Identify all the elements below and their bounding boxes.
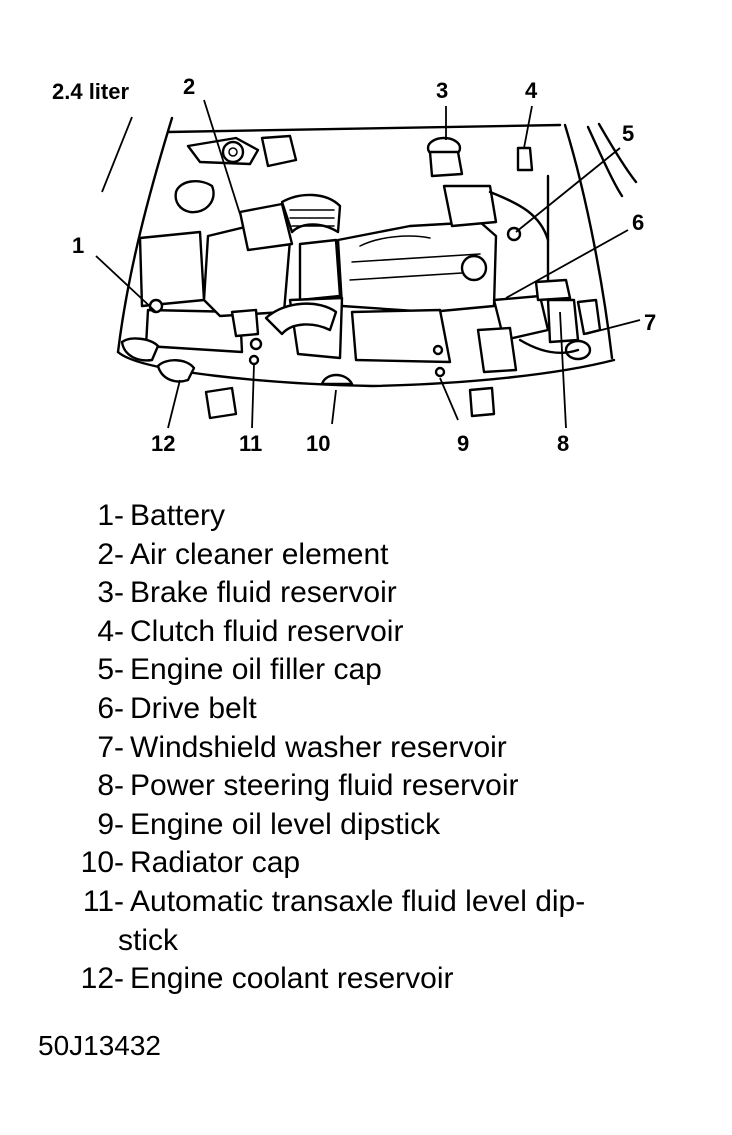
legend-item: 7-Windshield washer reservoir [50, 729, 710, 768]
legend-number: 7- [97, 730, 124, 764]
legend-number: 9- [97, 807, 124, 841]
strut-bar [174, 134, 298, 214]
right-side-components [476, 278, 602, 374]
callout-4: 4 [525, 78, 538, 103]
legend-label: Radiator cap [130, 846, 301, 880]
leader-lines [95, 99, 641, 429]
callout-1: 1 [72, 233, 84, 258]
component-legend: 1-Battery 2-Air cleaner element 3-Brake … [50, 497, 710, 999]
callout-10: 10 [306, 431, 330, 456]
legend-item: 8-Power steering fluid reservoir [50, 767, 710, 806]
legend-number: 8- [97, 769, 124, 803]
legend-label: Air cleaner element [130, 537, 389, 571]
callout-12: 12 [151, 431, 175, 456]
legend-item: 1-Battery [50, 497, 710, 536]
engine-compartment-diagram: 2.4 liter [52, 74, 656, 456]
callout-5: 5 [622, 121, 634, 146]
callout-7: 7 [644, 310, 656, 335]
legend-number: 12- [80, 962, 124, 996]
callout-9: 9 [457, 431, 469, 456]
legend-item: 5-Engine oil filler cap [50, 651, 710, 690]
legend-label: stick [118, 923, 178, 957]
legend-item: 11-Automatic transaxle fluid level dip- [50, 883, 710, 922]
legend-item: 6-Drive belt [50, 690, 710, 729]
legend-number: 11- [82, 884, 124, 918]
brake-fluid-reservoir [426, 136, 464, 178]
legend-item: 10-Radiator cap [50, 844, 710, 883]
engine-label: 2.4 liter [52, 79, 129, 104]
legend-item: 3-Brake fluid reservoir [50, 574, 710, 613]
legend-item: 2-Air cleaner element [50, 536, 710, 575]
callout-2: 2 [183, 74, 195, 99]
battery [120, 230, 244, 362]
engine-block [264, 184, 498, 364]
legend-label: Engine oil level dipstick [130, 807, 441, 841]
legend-number: 4- [97, 614, 124, 648]
air-cleaner [202, 193, 342, 338]
legend-number: 6- [97, 691, 124, 725]
legend-label: Clutch fluid reservoir [130, 614, 404, 648]
callout-3: 3 [436, 78, 448, 103]
legend-label: Automatic transaxle fluid level dip- [130, 884, 586, 918]
callout-8: 8 [557, 431, 569, 456]
callout-6: 6 [632, 210, 644, 235]
figure-id: 50J13432 [38, 1030, 162, 1061]
legend-label: Engine coolant reservoir [130, 962, 454, 996]
radiator-cap [320, 373, 354, 386]
legend-label: Power steering fluid reservoir [130, 769, 519, 803]
legend-number: 10- [80, 846, 124, 880]
front-supports [156, 359, 496, 420]
legend-label: Battery [130, 499, 226, 532]
legend-number: 1- [97, 499, 124, 532]
legend-number: 5- [97, 653, 124, 687]
legend-item-continuation: stick [50, 922, 710, 961]
legend-label: Windshield washer reservoir [130, 730, 507, 764]
legend-number: 2- [97, 537, 124, 571]
legend-label: Engine oil filler cap [130, 653, 382, 687]
legend-label: Brake fluid reservoir [130, 576, 397, 610]
legend-item: 9-Engine oil level dipstick [50, 806, 710, 845]
dipsticks [248, 337, 446, 378]
callout-11: 11 [239, 431, 262, 456]
oil-filler-cap [460, 174, 550, 282]
clutch-fluid-reservoir [516, 146, 534, 172]
legend-label: Drive belt [130, 691, 257, 725]
legend-number: 3- [97, 576, 124, 610]
legend-item: 4-Clutch fluid reservoir [50, 613, 710, 652]
legend-item: 12-Engine coolant reservoir [50, 960, 710, 999]
